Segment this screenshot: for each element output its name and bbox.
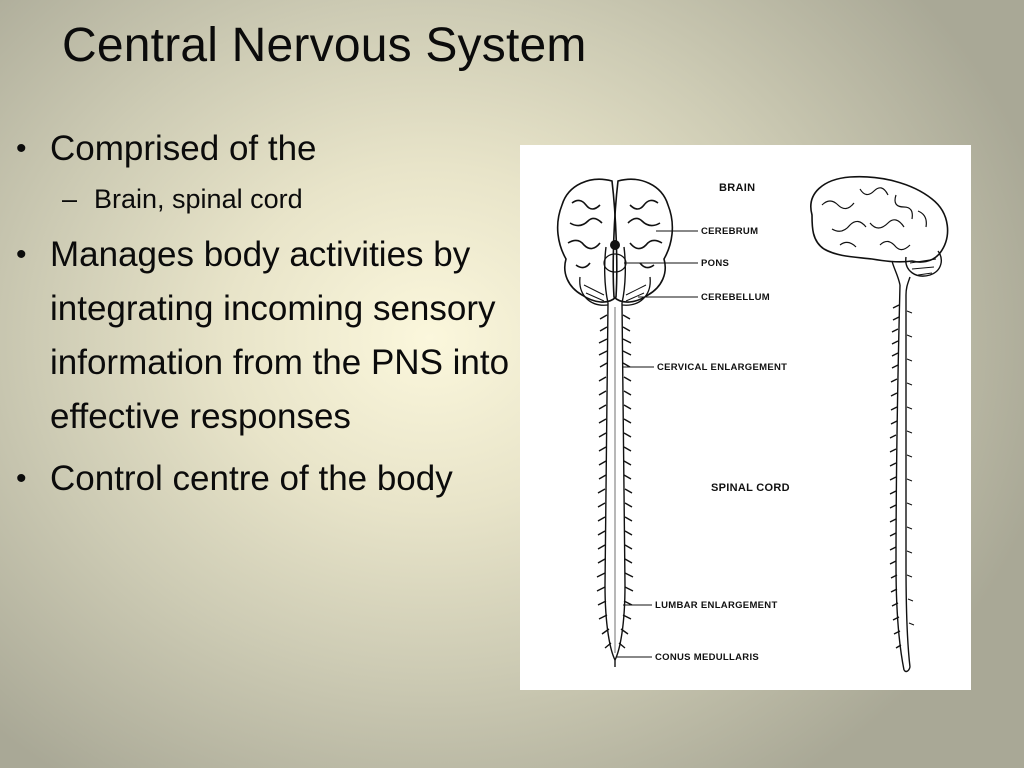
slide-title: Central Nervous System: [62, 19, 587, 72]
bullet-item: • Control centre of the body: [14, 452, 526, 506]
label-pons: PONS: [701, 258, 729, 269]
leader-lines: [617, 230, 698, 658]
bullet-text: Manages body activities by integrating i…: [50, 235, 510, 436]
sub-bullet-item: – Brain, spinal cord: [14, 178, 526, 220]
label-conus-medullaris: CONUS MEDULLARIS: [655, 652, 759, 663]
dash-icon: –: [62, 184, 78, 214]
ventral-spinal-cord: [596, 302, 634, 667]
bullet-item: • Manages body activities by integrating…: [14, 228, 526, 444]
bullet-list: • Comprised of the – Brain, spinal cord …: [14, 122, 526, 506]
lateral-brain-illustration: [810, 175, 949, 296]
nervous-system-figure: BRAIN CEREBRUM PONS CEREBELLUM CERVICAL …: [520, 145, 971, 690]
bullet-item: • Comprised of the: [14, 122, 526, 176]
bullet-dot-icon: •: [16, 462, 27, 495]
lateral-spinal-cord: [889, 284, 915, 673]
label-spinal-cord: SPINAL CORD: [711, 482, 790, 494]
label-cerebellum: CEREBELLUM: [701, 292, 770, 303]
ventral-brain-illustration: [556, 178, 674, 306]
sub-bullet-text: Brain, spinal cord: [94, 184, 303, 214]
bullet-text: Control centre of the body: [50, 459, 453, 498]
nervous-system-diagram: BRAIN CEREBRUM PONS CEREBELLUM CERVICAL …: [556, 175, 949, 673]
bullet-dot-icon: •: [16, 132, 27, 165]
bullet-dot-icon: •: [16, 238, 27, 271]
label-lumbar-enlargement: LUMBAR ENLARGEMENT: [655, 600, 778, 611]
label-cervical-enlargement: CERVICAL ENLARGEMENT: [657, 362, 787, 373]
label-brain: BRAIN: [719, 182, 755, 194]
bullet-text: Comprised of the: [50, 129, 317, 168]
label-cerebrum: CEREBRUM: [701, 226, 758, 237]
